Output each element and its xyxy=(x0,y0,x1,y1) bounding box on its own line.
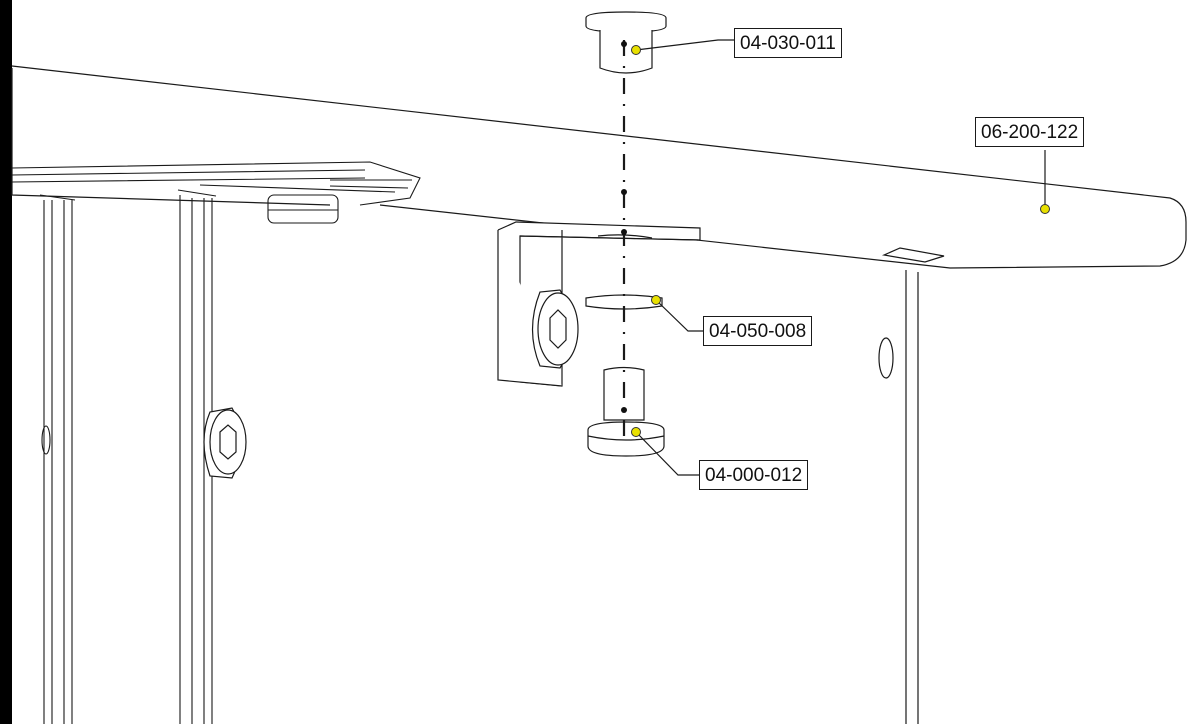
leader-04-000-012 xyxy=(635,431,699,476)
assembly-axis xyxy=(621,40,627,440)
marker-04-000-012 xyxy=(631,427,641,437)
callout-06-200-122: 06-200-122 xyxy=(975,117,1085,147)
part-bolt-bottom xyxy=(587,366,665,457)
leader-04-050-008 xyxy=(655,299,703,332)
callout-04-000-012: 04-000-012 xyxy=(699,460,809,490)
leg-cam-screw xyxy=(203,407,247,479)
callout-04-050-008: 04-050-008 xyxy=(703,316,813,346)
table-top xyxy=(11,65,1187,269)
leader-04-030-011 xyxy=(635,39,734,51)
marker-04-030-011 xyxy=(631,45,641,55)
marker-06-200-122 xyxy=(1040,204,1050,214)
cabinet-panel xyxy=(878,247,945,724)
callout-markers xyxy=(631,45,1050,437)
left-leg xyxy=(11,161,421,724)
callout-04-030-011: 04-030-011 xyxy=(734,28,842,58)
marker-04-050-008 xyxy=(651,295,661,305)
leader-lines xyxy=(635,39,1046,476)
part-sleeve-top xyxy=(585,11,667,74)
paper-area xyxy=(12,0,1190,724)
bracket-cam-screw xyxy=(531,289,579,369)
